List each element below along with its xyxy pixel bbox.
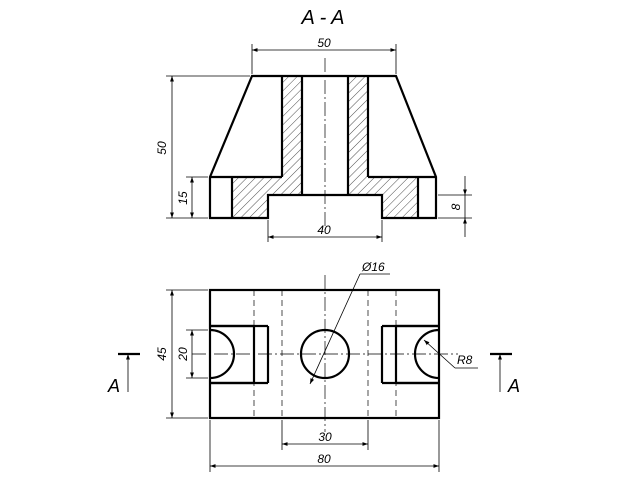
- left-slot-arc: [209, 328, 236, 380]
- section-marker-right-label: A: [507, 376, 520, 396]
- plan-view: 45 20 30 80 Ø16: [107, 260, 520, 472]
- dim-groove-depth-label: 8: [449, 203, 463, 210]
- dim-flange-height-label: 15: [176, 191, 190, 205]
- dim-total-length-label: 80: [317, 452, 331, 466]
- dim-height-label: 50: [155, 141, 169, 155]
- dim-hole-spacing: 30: [281, 420, 369, 450]
- section-marker-left-label: A: [107, 376, 120, 396]
- section-marker-right: A: [490, 352, 520, 396]
- dim-hole-diameter-label: Ø16: [361, 260, 385, 274]
- dim-top-width-label: 50: [317, 36, 331, 50]
- dim-slot-width: 20: [176, 329, 208, 379]
- dim-height: 50: [155, 75, 250, 219]
- dim-groove-width-label: 40: [317, 223, 331, 237]
- dim-total-width: 45: [155, 289, 208, 419]
- dim-slot-width-label: 20: [176, 347, 190, 362]
- dim-hole-diameter: Ø16: [309, 260, 390, 385]
- dim-total-width-label: 45: [155, 347, 169, 361]
- dim-groove-width: 40: [267, 220, 383, 242]
- dim-groove-depth: 8: [438, 176, 472, 237]
- section-hatching: [232, 76, 418, 218]
- dim-flange-height: 15: [176, 176, 208, 218]
- dim-top-width: 50: [251, 36, 397, 74]
- section-view: A - A 50 50 15 40: [155, 7, 472, 242]
- section-title: A - A: [301, 7, 345, 29]
- dim-hole-spacing-label: 30: [318, 430, 332, 444]
- section-marker-left: A: [107, 352, 140, 396]
- dim-slot-radius: R8: [423, 339, 478, 369]
- dim-total-length: 80: [209, 420, 440, 472]
- dim-slot-radius-label: R8: [457, 353, 473, 367]
- section-outline: [208, 74, 438, 220]
